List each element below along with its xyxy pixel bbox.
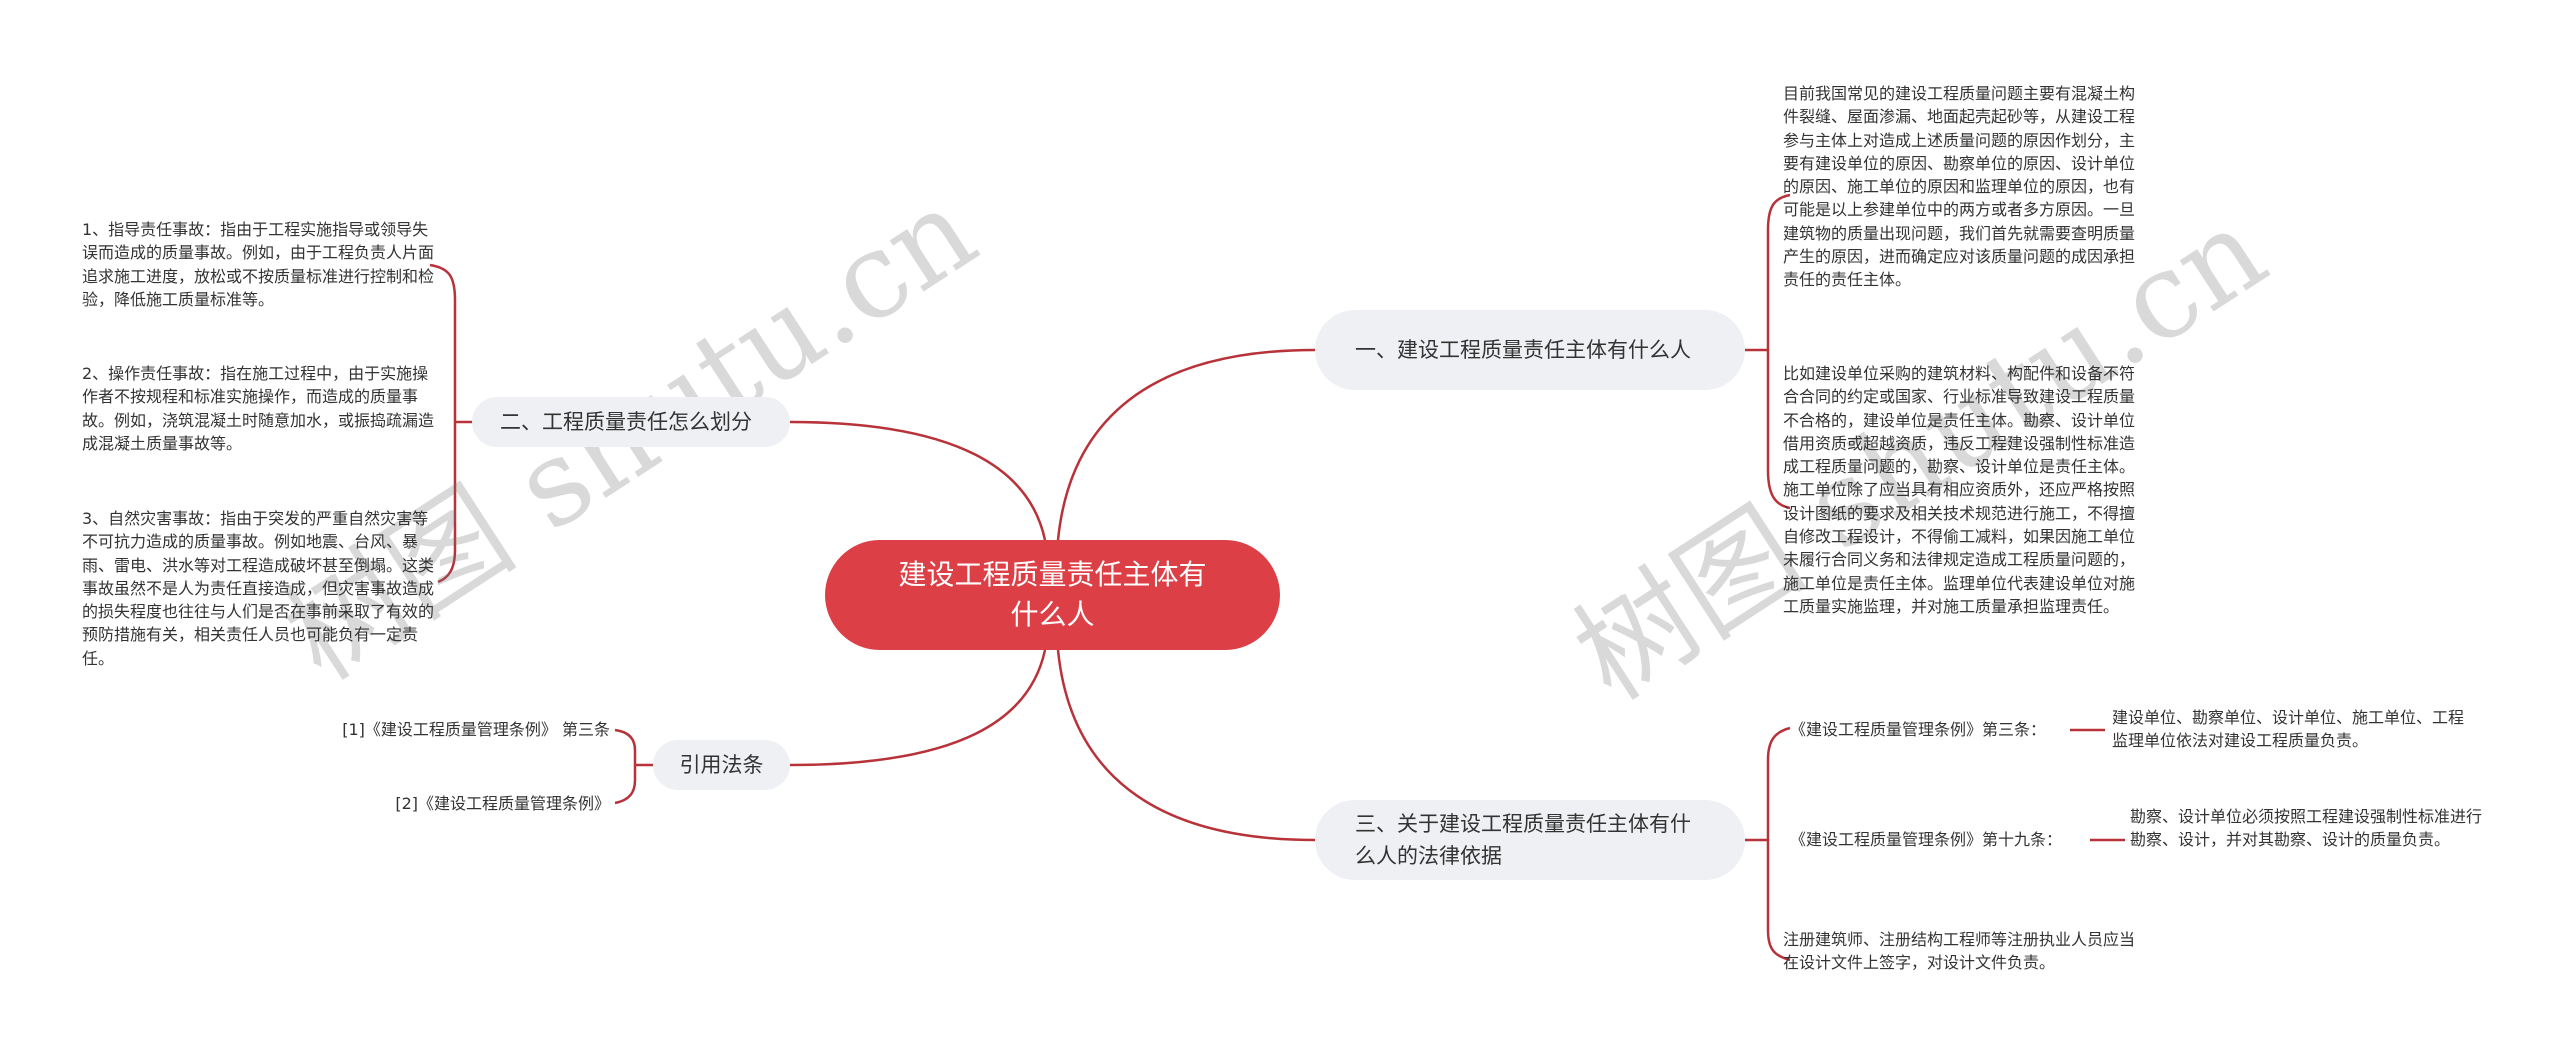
branch-3-law-1-detail: 建设单位、勘察单位、设计单位、施工单位、工程监理单位依法对建设工程质量负责。 [2112, 708, 2465, 751]
branch-2-text-2: 2、操作责任事故：指在施工过程中，由于实施操作者不按规程和标准实施操作，而造成的… [82, 364, 435, 453]
branch-1-text-1: 目前我国常见的建设工程质量问题主要有混凝土构件裂缝、屋面渗漏、地面起壳起砂等，从… [1783, 84, 2136, 290]
root-node[interactable]: 建设工程质量责任主体有什么人 [825, 540, 1280, 650]
branch-2-label: 二、工程质量责任怎么划分 [500, 410, 752, 434]
citation-1[interactable]: [1]《建设工程质量管理条例》 第三条 [342, 720, 610, 739]
branch-3-text-3: 注册建筑师、注册结构工程师等注册执业人员应当在设计文件上签字，对设计文件负责。 [1783, 930, 2136, 973]
branch-node-1[interactable]: 一、建设工程质量责任主体有什么人 [1315, 310, 1745, 390]
citation-2[interactable]: [2]《建设工程质量管理条例》 [395, 794, 610, 813]
branch-1-label: 一、建设工程质量责任主体有什么人 [1355, 338, 1691, 362]
root-label: 建设工程质量责任主体有什么人 [898, 558, 1207, 631]
branch-node-3[interactable]: 三、关于建设工程质量责任主体有什么人的法律依据 [1315, 800, 1745, 880]
branch-3-label: 三、关于建设工程质量责任主体有什么人的法律依据 [1355, 812, 1691, 868]
branch-node-citations[interactable]: 引用法条 [653, 740, 790, 790]
branch-2-text-1: 1、指导责任事故：指由于工程实施指导或领导失误而造成的质量事故。例如，由于工程负… [82, 220, 435, 309]
branch-3-law-2-detail: 勘察、设计单位必须按照工程建设强制性标准进行勘察、设计，并对其勘察、设计的质量负… [2130, 807, 2483, 850]
branch-2-text-3: 3、自然灾害事故：指由于突发的严重自然灾害等不可抗力造成的质量事故。例如地震、台… [82, 509, 435, 668]
branch-3-law-2-label: 《建设工程质量管理条例》第十九条： [1790, 830, 2063, 849]
branch-3-law-1-label: 《建设工程质量管理条例》第三条： [1790, 720, 2047, 739]
citations-label: 引用法条 [679, 753, 764, 777]
branch-node-2[interactable]: 二、工程质量责任怎么划分 [472, 397, 790, 447]
branch-1-text-2: 比如建设单位采购的建筑材料、构配件和设备不符合合同的约定或国家、行业标准导致建设… [1783, 364, 2136, 616]
